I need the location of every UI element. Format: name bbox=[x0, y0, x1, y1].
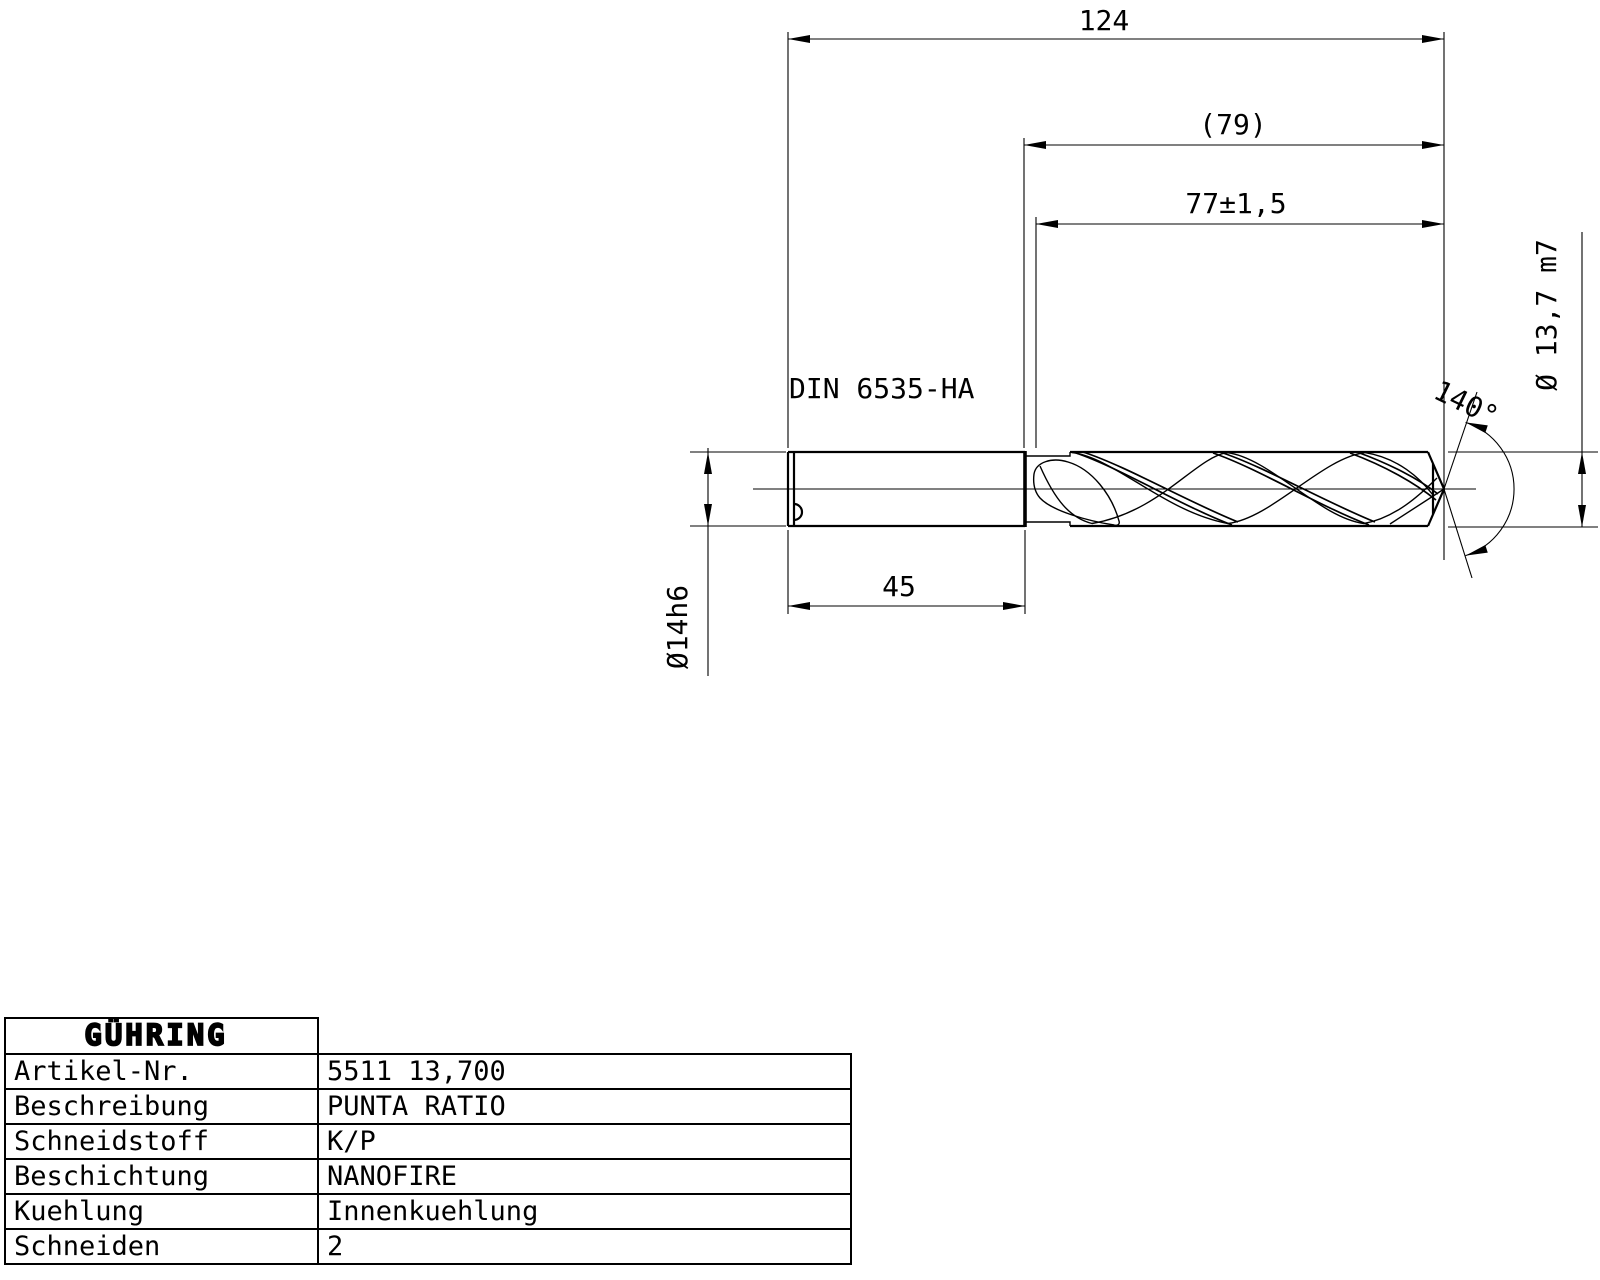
drill-body bbox=[1025, 450, 1439, 528]
dim-drill-diameter: Ø 13,7 m7 bbox=[1448, 232, 1598, 528]
spec-label: Artikel-Nr. bbox=[4, 1053, 319, 1090]
margin-2a bbox=[1212, 452, 1370, 526]
margin-3a bbox=[1349, 452, 1437, 501]
spec-label: Schneiden bbox=[4, 1228, 319, 1265]
table-row: Artikel-Nr. 5511 13,700 bbox=[4, 1053, 852, 1090]
dim-body-length-text: (79) bbox=[1199, 108, 1266, 141]
neck-step-top bbox=[1025, 452, 1071, 457]
drill-side-view bbox=[753, 450, 1476, 528]
dim-overall-length-text: 124 bbox=[1079, 4, 1130, 37]
cutting-lip bbox=[1389, 488, 1445, 525]
dim-flute-length: 77±1,5 bbox=[1035, 187, 1444, 448]
margin-3b bbox=[1356, 451, 1439, 495]
table-row: Kuehlung Innenkuehlung bbox=[4, 1193, 852, 1230]
flute-edge-1 bbox=[1039, 451, 1438, 525]
neck-step-bottom bbox=[1025, 521, 1071, 526]
dim-body-length-ref: (79) bbox=[1023, 108, 1444, 448]
table-row: Schneidstoff K/P bbox=[4, 1123, 852, 1160]
dim-drill-diameter-text: Ø 13,7 m7 bbox=[1530, 239, 1563, 391]
spec-label: Beschichtung bbox=[4, 1158, 319, 1195]
table-row: Schneiden 2 bbox=[4, 1228, 852, 1265]
spec-value: 2 bbox=[317, 1228, 852, 1265]
spec-label: Beschreibung bbox=[4, 1088, 319, 1125]
spec-value: Innenkuehlung bbox=[317, 1193, 852, 1230]
drill-shank bbox=[786, 450, 1027, 528]
shank-norm-label: DIN 6535-HA bbox=[789, 372, 975, 405]
spec-label: Kuehlung bbox=[4, 1193, 319, 1230]
guehring-logo: GÜHRING bbox=[83, 1019, 227, 1051]
spec-table: Artikel-Nr. 5511 13,700 Beschreibung PUN… bbox=[4, 1053, 852, 1265]
dim-shank-length: 45 bbox=[787, 530, 1026, 614]
dim-shank-length-text: 45 bbox=[882, 570, 916, 603]
spec-value: PUNTA RATIO bbox=[317, 1088, 852, 1125]
coolant-notch bbox=[793, 502, 804, 522]
flute-runout bbox=[1032, 459, 1120, 526]
dim-point-angle: 140° bbox=[1429, 374, 1515, 579]
dim-flute-length-text: 77±1,5 bbox=[1185, 187, 1286, 220]
table-row: Beschreibung PUNTA RATIO bbox=[4, 1088, 852, 1125]
guehring-logo-text: GÜHRING bbox=[84, 1019, 227, 1051]
spec-value: 5511 13,700 bbox=[317, 1053, 852, 1090]
table-row: Beschichtung NANOFIRE bbox=[4, 1158, 852, 1195]
margin-1a bbox=[1075, 452, 1233, 526]
dim-shank-diameter-text: Ø14h6 bbox=[661, 585, 694, 669]
margin-2b bbox=[1219, 451, 1376, 523]
spec-value: NANOFIRE bbox=[317, 1158, 852, 1195]
dim-overall-length: 124 bbox=[787, 4, 1445, 560]
spec-label: Schneidstoff bbox=[4, 1123, 319, 1160]
margin-1b bbox=[1082, 451, 1239, 523]
guehring-logo-box: GÜHRING bbox=[4, 1017, 319, 1055]
dim-shank-diameter: Ø14h6 bbox=[661, 448, 786, 676]
spec-value: K/P bbox=[317, 1123, 852, 1160]
flute-edge-2 bbox=[1071, 451, 1434, 525]
